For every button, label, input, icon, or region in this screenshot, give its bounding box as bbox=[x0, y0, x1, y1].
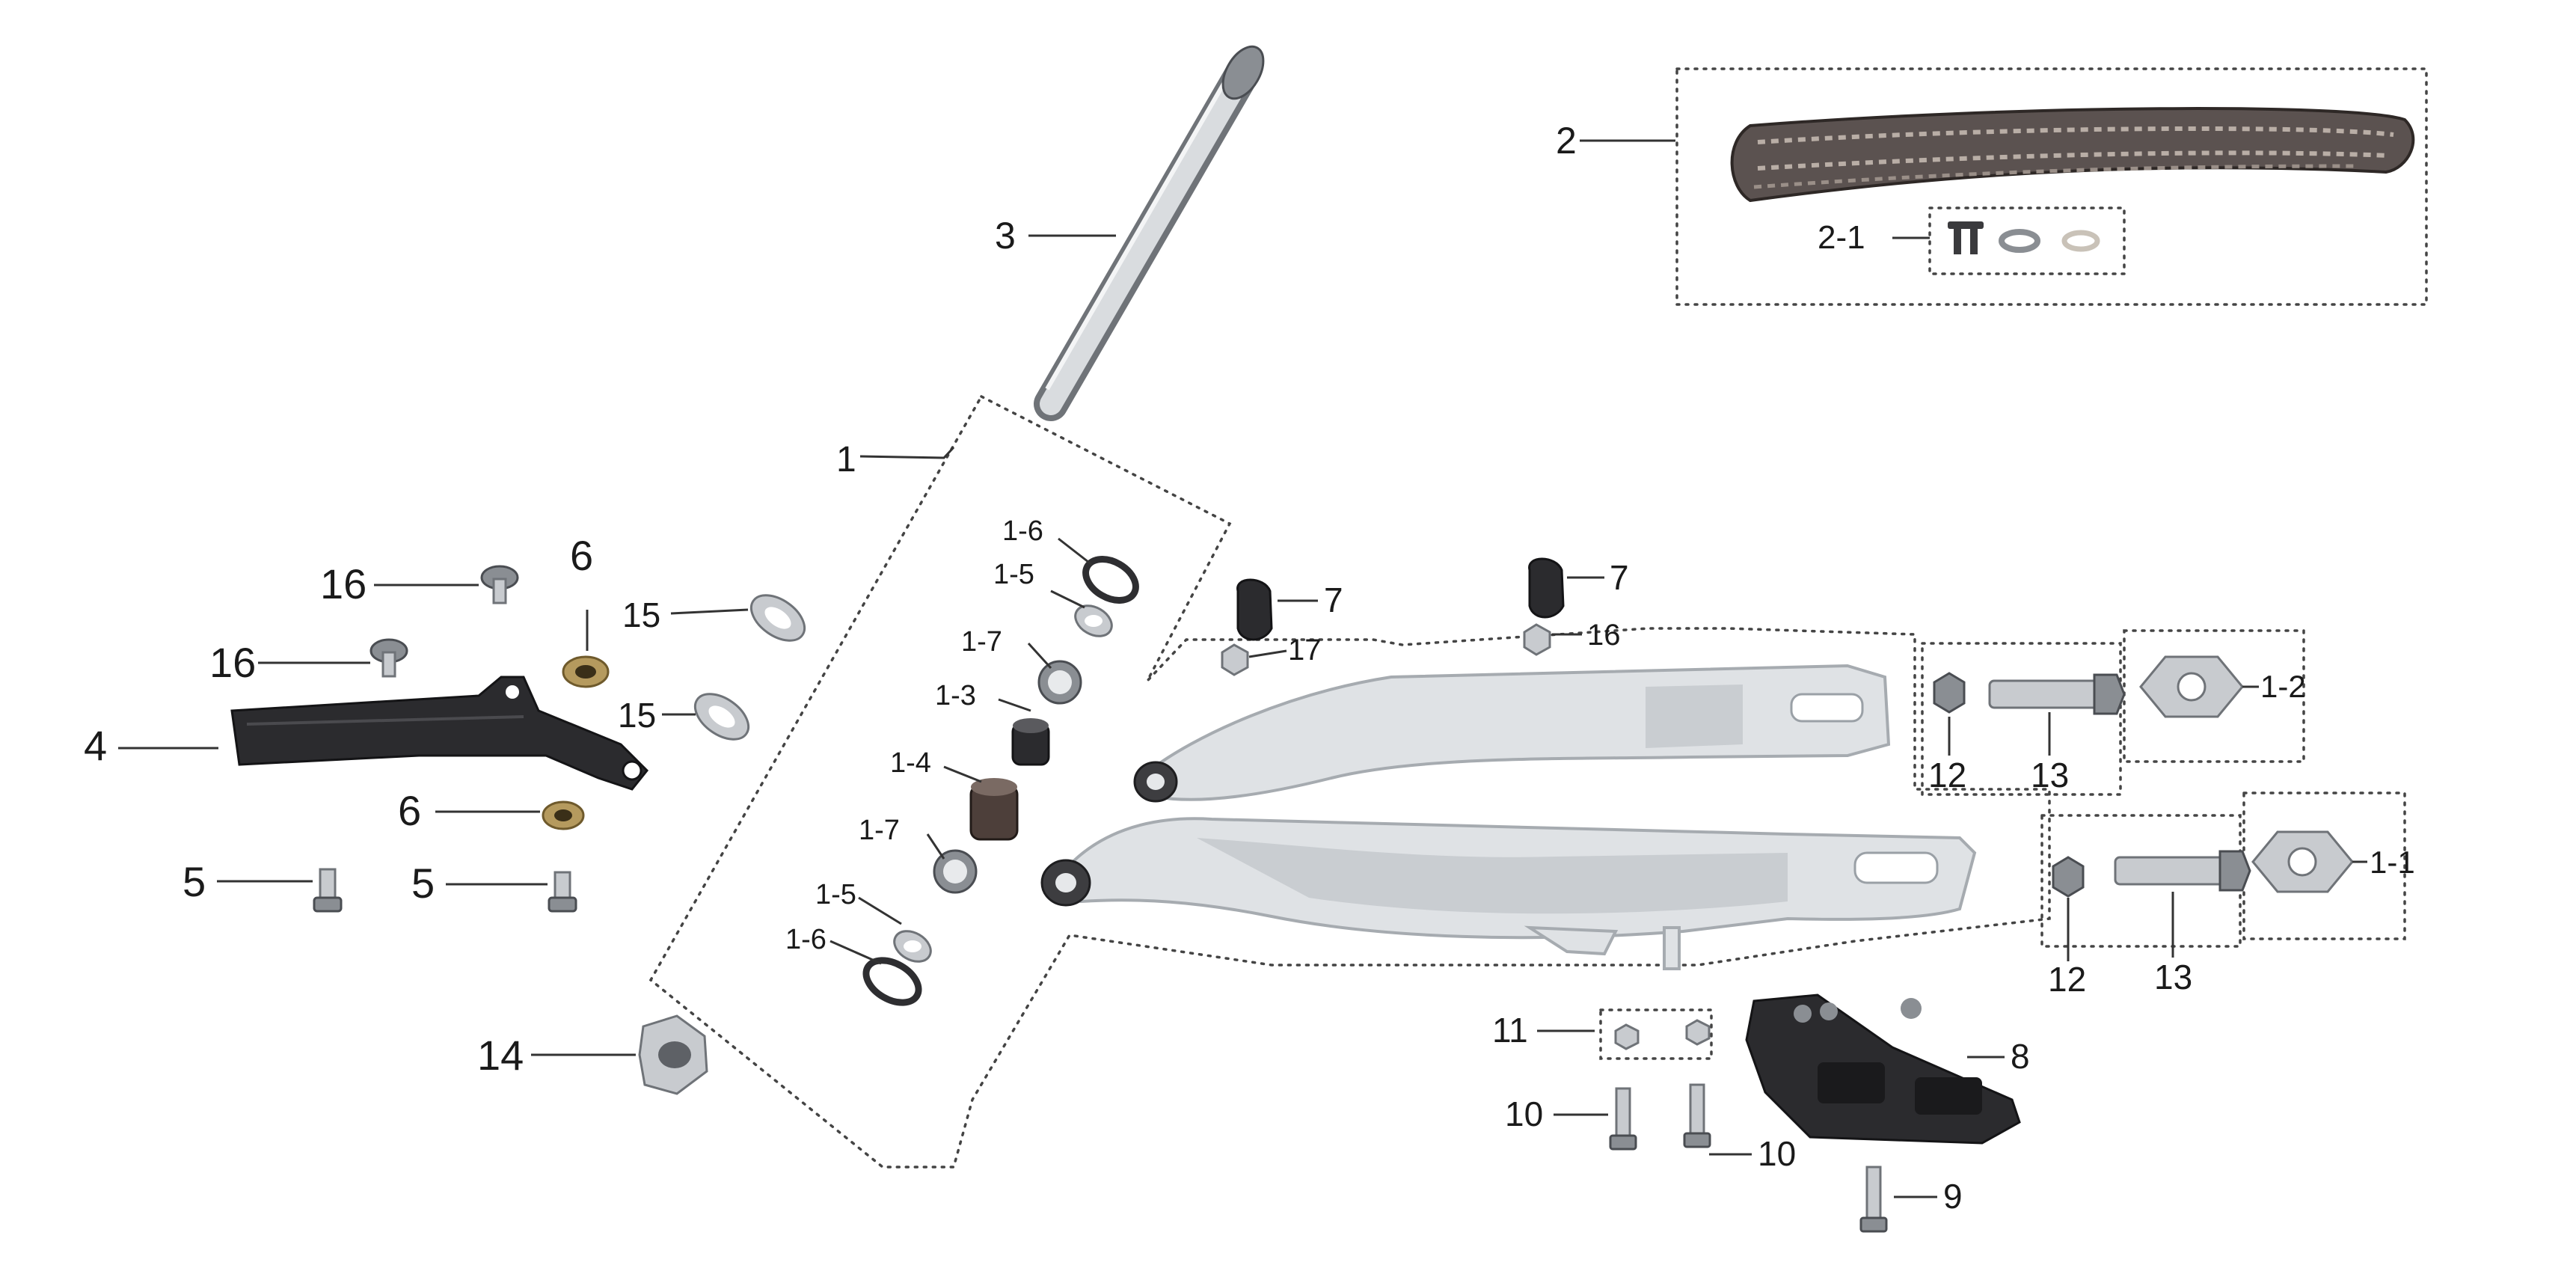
callout-12-lower: 12 bbox=[2048, 960, 2086, 999]
callout-16-lower: 16 bbox=[209, 639, 256, 686]
chain-guide-8 bbox=[1745, 993, 2021, 1145]
callout-labels: 1 2 2-1 3 4 5 5 6 6 7 7 8 9 10 10 11 12 … bbox=[84, 120, 2415, 1216]
bushing-1-4 bbox=[969, 778, 1019, 841]
adjuster-1-2 bbox=[2139, 655, 2244, 718]
callout-1-3: 1-3 bbox=[935, 680, 976, 711]
callout-1-5-upper: 1-5 bbox=[993, 559, 1034, 590]
bolt-13-upper bbox=[1988, 673, 2126, 715]
callout-1-6-lower: 1-6 bbox=[785, 924, 827, 955]
nut-11-left bbox=[1614, 1023, 1640, 1050]
washer-15-upper bbox=[749, 594, 806, 642]
seal-1-6-upper bbox=[1082, 556, 1139, 604]
callout-16-upper: 16 bbox=[320, 560, 367, 607]
callout-13-upper: 13 bbox=[2031, 756, 2069, 794]
callout-16-right: 16 bbox=[1587, 619, 1621, 652]
callout-7-right: 7 bbox=[1610, 558, 1629, 597]
pivot-axle-part bbox=[1034, 45, 1265, 421]
group-11-outline bbox=[1599, 1008, 1713, 1060]
bolt-5-left bbox=[313, 868, 343, 913]
callout-1-1: 1-1 bbox=[2370, 845, 2415, 880]
callout-12-upper: 12 bbox=[1928, 756, 1966, 794]
bearing-1-7-upper bbox=[1037, 660, 1082, 705]
callout-17: 17 bbox=[1288, 634, 1322, 667]
callout-1-7-lower: 1-7 bbox=[859, 815, 900, 846]
callout-1-6-upper: 1-6 bbox=[1002, 515, 1043, 547]
clip-7-right bbox=[1528, 557, 1565, 619]
callout-1-4: 1-4 bbox=[890, 747, 931, 779]
callout-2-1: 2-1 bbox=[1818, 219, 1865, 256]
group-13-upper-outline bbox=[1921, 642, 2122, 796]
swingarm-body-part bbox=[1040, 664, 1977, 970]
screw-16-lower bbox=[369, 638, 408, 678]
callout-4: 4 bbox=[84, 722, 107, 769]
callout-15-lower: 15 bbox=[618, 696, 656, 735]
adjuster-1-1 bbox=[2251, 830, 2354, 893]
bearing-1-7-lower bbox=[933, 849, 978, 894]
screw-16-upper bbox=[480, 565, 519, 604]
washer-1-5-upper bbox=[1074, 604, 1113, 637]
bushing-1-3 bbox=[1011, 718, 1050, 766]
callout-15-upper: 15 bbox=[622, 595, 660, 634]
pivot-nut-14 bbox=[638, 1014, 708, 1095]
washer-15-lower bbox=[693, 693, 750, 741]
callout-2: 2 bbox=[1556, 120, 1577, 162]
callout-1-2: 1-2 bbox=[2260, 669, 2306, 704]
callout-1-7-upper: 1-7 bbox=[961, 626, 1002, 658]
callout-1-5-lower: 1-5 bbox=[815, 879, 856, 910]
callout-3: 3 bbox=[995, 215, 1016, 257]
callout-6-upper: 6 bbox=[570, 532, 593, 579]
callout-6-lower: 6 bbox=[398, 787, 421, 834]
nut-16-right bbox=[1523, 623, 1551, 656]
callout-7-left: 7 bbox=[1324, 581, 1343, 619]
leader-lines bbox=[118, 139, 2367, 1198]
bolt-10-left bbox=[1609, 1087, 1637, 1151]
chain-slider-part bbox=[230, 676, 649, 791]
callout-10-right: 10 bbox=[1758, 1134, 1796, 1173]
callout-13-lower: 13 bbox=[2154, 958, 2192, 996]
clip-7-left bbox=[1236, 578, 1273, 641]
callout-10-left: 10 bbox=[1505, 1094, 1543, 1133]
group-2-outline bbox=[1675, 67, 2428, 306]
callout-1: 1 bbox=[836, 440, 856, 480]
spacer-6-upper bbox=[562, 655, 610, 688]
callout-8: 8 bbox=[2011, 1037, 2030, 1076]
nut-17 bbox=[1221, 643, 1249, 676]
drive-chain-part bbox=[1730, 107, 2415, 203]
callout-5-left: 5 bbox=[183, 858, 206, 905]
group-2-1-outline bbox=[1928, 206, 2126, 275]
callout-5-right: 5 bbox=[411, 860, 435, 907]
bolt-5-right bbox=[548, 871, 577, 913]
bolt-9 bbox=[1859, 1166, 1888, 1233]
callout-14: 14 bbox=[477, 1032, 524, 1079]
bolt-13-lower bbox=[2114, 850, 2251, 892]
master-link-part bbox=[1948, 221, 2100, 254]
spacer-6-lower bbox=[542, 800, 585, 830]
nut-11-right bbox=[1685, 1019, 1711, 1046]
bolt-10-right bbox=[1683, 1083, 1711, 1148]
callout-9: 9 bbox=[1943, 1177, 1963, 1216]
nut-12-lower bbox=[2052, 856, 2085, 898]
washer-1-5-lower bbox=[893, 930, 932, 963]
nut-12-upper bbox=[1933, 672, 1966, 714]
callout-11: 11 bbox=[1492, 1011, 1528, 1050]
seal-1-6-lower bbox=[862, 957, 922, 1006]
